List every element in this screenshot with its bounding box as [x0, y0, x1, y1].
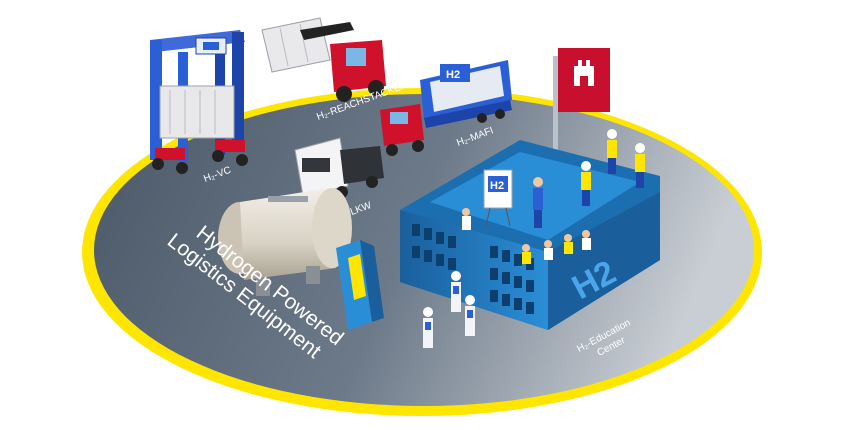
straddle-carrier-vc: [150, 30, 248, 174]
whiteboard: H2: [483, 169, 513, 227]
audience: [462, 208, 591, 264]
mafi-h2-mark: H2: [446, 69, 460, 81]
presenter: [533, 177, 543, 228]
reachstacker: [261, 17, 386, 102]
hamburg-flag: [553, 48, 610, 216]
board-h2-mark: H2: [490, 180, 504, 192]
hydrogen-storage-tank: [218, 188, 352, 296]
workers-white-suits: [423, 271, 475, 348]
education-center-windows: [412, 224, 534, 314]
hydrogen-dispenser: [336, 240, 384, 330]
mafi-tractor: H2: [380, 60, 512, 156]
workers-safety-gear: [581, 129, 645, 206]
